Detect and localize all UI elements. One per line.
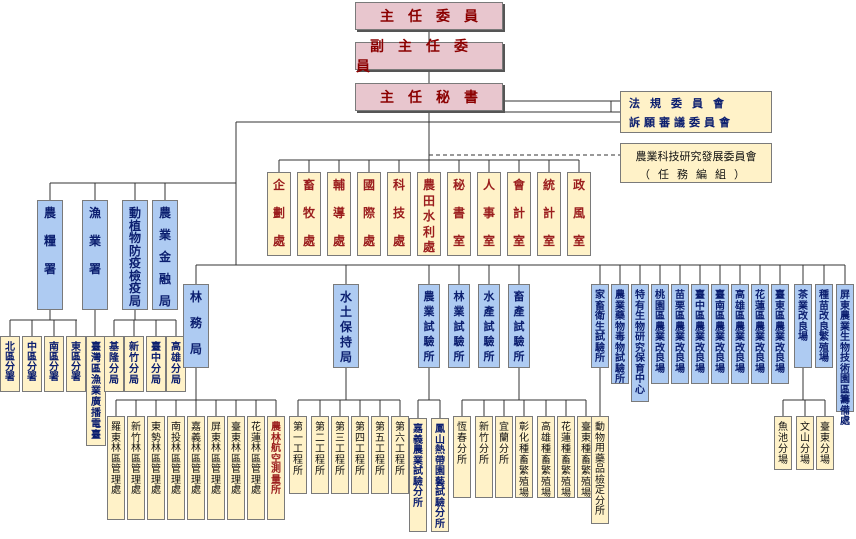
bapi-branch-2: 臺中分局 (146, 336, 166, 392)
fisheries-radio: 臺灣區漁業廣播電臺 (86, 336, 106, 446)
dept-7: 人事室 (477, 172, 501, 256)
forestry-branch-8: 農林航空測量所 (267, 416, 285, 520)
left-agency-0: 農糧署 (37, 200, 63, 310)
petitions-committee: 訴願審議委員會 (629, 116, 734, 129)
tlri-branch-1: 新竹分所 (475, 416, 493, 498)
institute-0: 農業試驗所 (418, 284, 440, 368)
dept-0: 企劃處 (267, 172, 291, 256)
tlri-branch-3: 彰化種畜繁殖場 (515, 416, 533, 499)
dept-6: 秘書室 (447, 172, 471, 256)
dept-8: 會計室 (507, 172, 531, 256)
agfood-branch-1: 中區分署 (22, 336, 42, 392)
acri-branch: 動物用藥品檢定分所 (591, 416, 609, 524)
vice-chairman-box: 副主任委員 (355, 39, 503, 75)
tea-branch-0: 魚池分場 (774, 416, 792, 470)
right-unit-11: 種苗改良繁殖場 (815, 284, 833, 368)
institute-1: 林業試驗所 (448, 284, 470, 368)
agfood-branch-2: 南區分署 (44, 336, 64, 392)
tlri-branch-6: 臺東種畜繁殖場 (577, 416, 595, 499)
right-unit-2: 特有生物研究保育中心 (631, 284, 649, 402)
agfood-branch-0: 北區分署 (0, 336, 20, 392)
right-unit-9: 臺東區農業改良場 (771, 284, 789, 384)
rd-committee-note: （任務編組） (639, 168, 753, 181)
tari-branch-0: 嘉義農業試驗分所 (409, 418, 427, 532)
swcb-bureau: 水土保持局 (333, 284, 359, 368)
dept-5: 農田水利處 (417, 172, 441, 256)
dept-1: 畜牧處 (297, 172, 321, 256)
tea-branch-1: 文山分場 (796, 416, 814, 470)
forestry-branch-3: 南投林區管理處 (167, 416, 185, 520)
dept-3: 國際處 (357, 172, 381, 256)
right-unit-8: 花蓮區農業改良場 (751, 284, 769, 384)
rd-committee-box: 農業科技研究發展委員會 （任務編組） (620, 143, 772, 183)
swcb-branch-3: 第四工程所 (351, 416, 369, 494)
forestry-branch-4: 嘉義林區管理處 (187, 416, 205, 520)
forestry-branch-2: 東勢林區管理處 (147, 416, 165, 520)
forestry-branch-0: 羅東林區管理處 (107, 416, 125, 520)
tlri-branch-5: 花蓮種畜繁殖場 (557, 416, 575, 499)
institute-3: 畜產試驗所 (508, 284, 530, 368)
institute-2: 水產試驗所 (478, 284, 500, 368)
forestry-branch-5: 屏東林區管理處 (207, 416, 225, 520)
forestry-branch-1: 新竹林區管理處 (127, 416, 145, 520)
right-unit-5: 臺中區農業改良場 (691, 284, 709, 384)
right-unit-10: 茶業改良場 (794, 284, 812, 368)
forestry-bureau: 林務局 (183, 284, 209, 368)
swcb-branch-2: 第三工程所 (331, 416, 349, 494)
bapi-branch-1: 新竹分局 (124, 336, 144, 392)
tlri-branch-2: 宜蘭分所 (495, 416, 513, 498)
chairman-box: 主任委員 (355, 2, 503, 30)
forestry-branch-6: 臺東林區管理處 (227, 416, 245, 520)
left-agency-1: 漁業署 (82, 200, 108, 310)
forestry-branch-7: 花蓮林區管理處 (247, 416, 265, 520)
right-unit-6: 臺南區農業改良場 (711, 284, 729, 384)
swcb-branch-4: 第五工程所 (371, 416, 389, 494)
bapi-branch-0: 基隆分局 (104, 336, 124, 392)
regulations-committee: 法規委員會 (629, 97, 734, 110)
left-agency-2: 動植物防疫檢疫局 (122, 200, 148, 310)
secretary-general-box: 主任秘書 (355, 83, 503, 111)
tlri-branch-4: 高雄種畜繁殖場 (537, 416, 555, 499)
swcb-branch-1: 第二工程所 (311, 416, 329, 494)
right-unit-7: 高雄區農業改良場 (731, 284, 749, 384)
tari-branch-1: 鳳山熱帶園藝試驗分所 (431, 418, 449, 532)
right-unit-0: 家畜衛生試驗所 (591, 284, 609, 368)
right-unit-3: 桃園區農業改良場 (651, 284, 669, 384)
right-unit-1: 農業藥物毒物試驗所 (611, 284, 629, 385)
agfood-branch-3: 東區分署 (66, 336, 86, 392)
right-unit-12: 屏東農業生物技術園區籌備處 (836, 284, 854, 427)
committees-group: 法規委員會 訴願審議委員會 (620, 91, 772, 133)
dept-9: 統計室 (537, 172, 561, 256)
tlri-branch-0: 恆春分所 (453, 416, 471, 498)
dept-2: 輔導處 (327, 172, 351, 256)
swcb-branch-0: 第一工程所 (289, 416, 307, 494)
left-agency-3: 農業金融局 (152, 200, 178, 310)
tea-branch-2: 臺東分場 (816, 416, 834, 470)
dept-4: 科技處 (387, 172, 411, 256)
dept-10: 政風室 (567, 172, 591, 256)
rd-committee-name: 農業科技研究發展委員會 (635, 150, 757, 163)
right-unit-4: 苗栗區農業改良場 (671, 284, 689, 384)
swcb-branch-5: 第六工程所 (391, 416, 409, 494)
